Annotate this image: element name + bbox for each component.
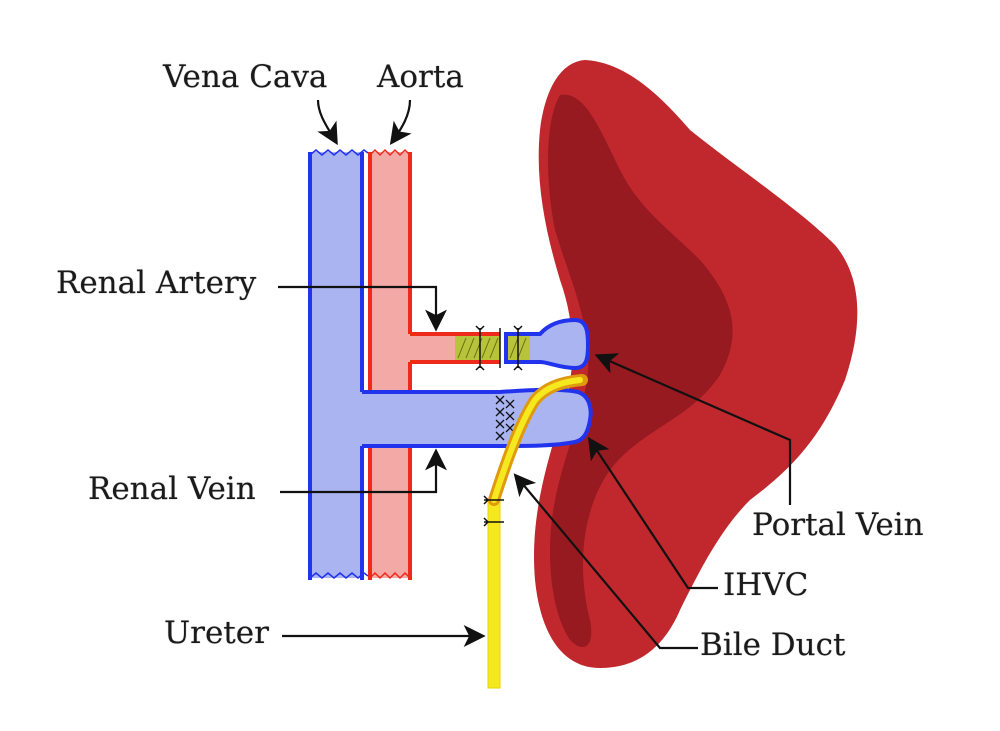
arrow-renal-artery [278,285,447,332]
ureter-vessel [487,499,501,689]
renal-vein-vessel [360,387,593,448]
label-renal-vein: Renal Vein [88,471,256,507]
ureter-ties [483,495,504,527]
label-bile-duct: Bile Duct [700,627,846,663]
arrow-bile-duct [513,473,698,650]
arrow-vena-cava [316,99,338,146]
bile-duct-vessel [483,374,588,527]
label-renal-artery: Renal Artery [56,265,257,301]
vena-cava-vessel [308,149,369,580]
aorta-vessel [368,148,412,580]
label-vena-cava: Vena Cava [163,59,328,95]
label-portal-vein: Portal Vein [752,507,924,543]
renal-artery-vessel [410,332,500,364]
arrow-renal-vein [280,448,447,494]
arrow-portal-vein [594,353,792,505]
suture-line-vein [495,395,515,441]
leader-lines [278,99,792,650]
liver [534,60,858,668]
arrow-aorta [389,99,412,145]
label-aorta: Aorta [377,59,464,95]
suture-ties-artery [475,325,523,371]
label-ureter: Ureter [164,615,269,651]
arrow-ihvc [587,436,718,590]
label-ihvc: IHVC [723,567,809,603]
liver-inner [548,94,733,648]
portal-vein-vessel [475,317,591,371]
